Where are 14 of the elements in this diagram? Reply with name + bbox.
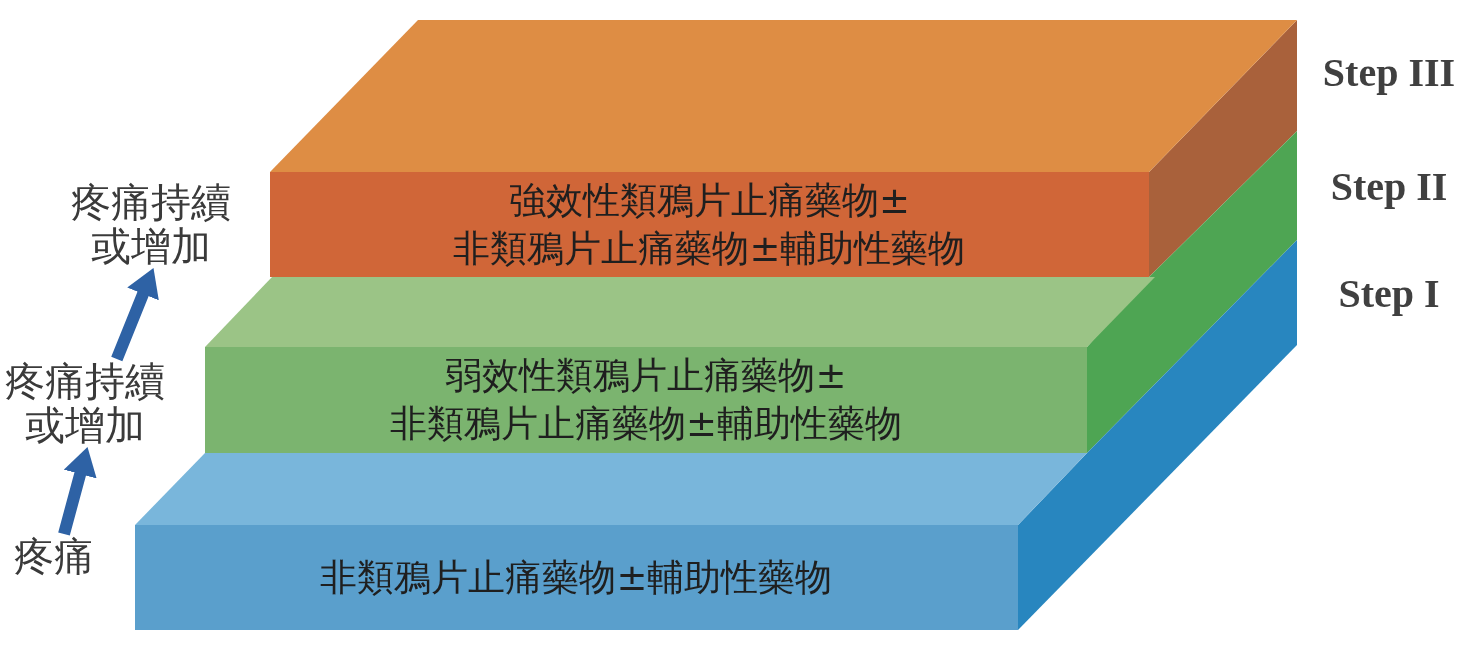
pain-status-text: 疼痛持續或增加: [1, 359, 169, 447]
step-label: Step III: [1322, 50, 1456, 96]
pain-status-text: 疼痛: [14, 534, 94, 578]
arrow: [111, 265, 160, 362]
step-block: [135, 453, 1087, 630]
step-label: Step I: [1338, 271, 1440, 317]
step-label: Step II: [1330, 164, 1448, 210]
arrow: [58, 445, 97, 536]
pain-status-text: 疼痛持續或增加: [67, 180, 235, 268]
step-block: [270, 20, 1297, 277]
treatment-text: 強效性類鴉片止痛藥物±非類鴉片止痛藥物±輔助性藥物: [453, 177, 966, 272]
step-block: [205, 277, 1155, 453]
treatment-text: 非類鴉片止痛藥物±輔助性藥物: [320, 554, 833, 601]
treatment-text: 弱效性類鴉片止痛藥物±非類鴉片止痛藥物±輔助性藥物: [390, 353, 902, 447]
